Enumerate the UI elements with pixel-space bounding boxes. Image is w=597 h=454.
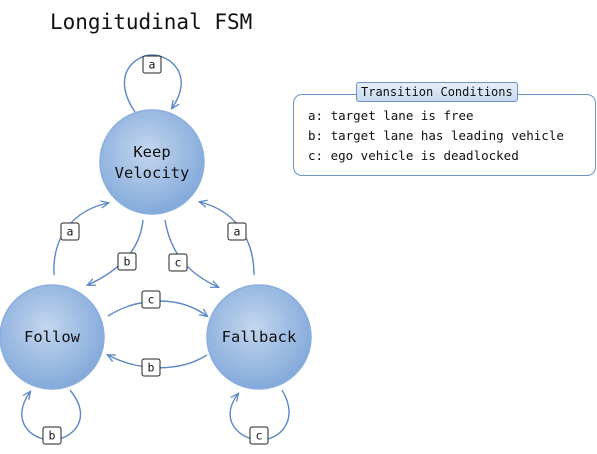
state-follow-label: Follow: [24, 328, 81, 346]
legend-list: a: target lane is free b: target lane ha…: [308, 106, 564, 166]
legend-item-b: b: target lane has leading vehicle: [308, 128, 564, 143]
edge-keep-to-follow: [88, 219, 144, 285]
tag-fallback-to-follow-label: b: [148, 361, 155, 375]
tag-fallback-to-follow: b: [141, 358, 161, 377]
state-follow: Follow: [0, 284, 105, 390]
tag-keep-to-fallback: c: [168, 253, 188, 272]
state-fallback: Fallback: [206, 284, 312, 390]
tag-follow-to-keep: a: [60, 222, 80, 241]
tag-follow-to-keep-label: a: [67, 225, 74, 239]
tag-fallback-to-keep-label: a: [234, 225, 241, 239]
tag-keep-self: a: [142, 55, 162, 74]
tag-keep-to-follow: b: [117, 252, 137, 271]
tag-fallback-self: c: [249, 426, 269, 445]
tag-keep-self-label: a: [149, 58, 156, 72]
tag-fallback-self-label: c: [256, 429, 263, 443]
state-keep-velocity-line1: Keep: [133, 143, 170, 161]
state-keep-velocity-line2: Velocity: [115, 164, 190, 182]
tag-follow-self: b: [42, 426, 62, 445]
tag-follow-self-label: b: [49, 429, 56, 443]
tag-keep-to-fallback-label: c: [175, 256, 182, 270]
legend-title: Transition Conditions: [356, 82, 518, 102]
edge-keep-self: [123, 54, 182, 113]
diagram-title: Longitudinal FSM: [50, 10, 253, 34]
tag-keep-to-follow-label: b: [124, 255, 131, 269]
state-keep-velocity: Keep Velocity: [99, 109, 205, 215]
tag-follow-to-fallback: c: [141, 290, 161, 309]
tag-fallback-to-keep: a: [227, 222, 247, 241]
state-fallback-label: Fallback: [222, 328, 297, 346]
legend-item-a: a: target lane is free: [308, 108, 474, 123]
legend-item-c: c: ego vehicle is deadlocked: [308, 148, 519, 163]
tag-follow-to-fallback-label: c: [148, 293, 155, 307]
